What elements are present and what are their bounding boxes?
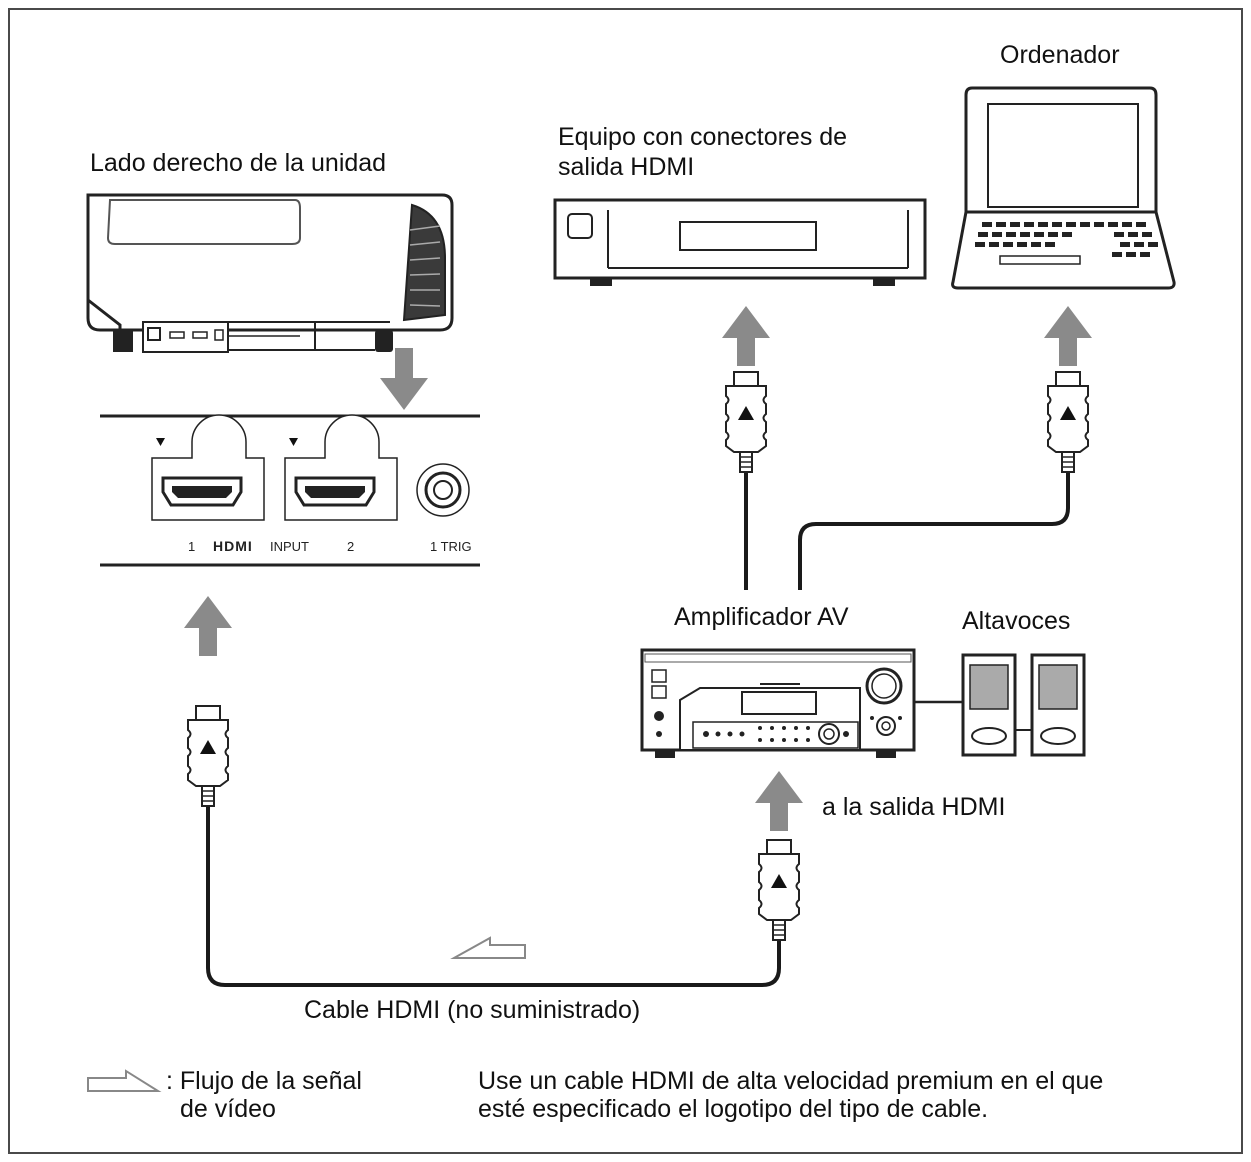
to-hdmi-output-label: a la salida HDMI	[822, 793, 1006, 821]
diagram-frame	[8, 8, 1243, 1154]
av-amplifier-label: Amplificador AV	[674, 603, 849, 631]
up-arrow-icon	[184, 596, 232, 656]
up-arrow-icon	[755, 771, 803, 831]
projector-side-label: Lado derecho de la unidad	[90, 149, 387, 177]
legend-note-line2: esté especificado el logotipo del tipo d…	[478, 1095, 989, 1123]
computer-label: Ordenador	[1000, 41, 1120, 69]
hdmi-cable-label: Cable HDMI (no suministrado)	[304, 996, 641, 1024]
hdmi-logo: HDMI	[213, 538, 253, 554]
signal-flow-arrow-icon	[450, 936, 526, 959]
legend-signal-flow-line2: de vídeo	[180, 1095, 276, 1123]
hdmi-plug-projector	[187, 705, 229, 807]
panel-input-label: INPUT	[270, 539, 309, 554]
hdmi-equipment-illustration	[553, 198, 927, 286]
connector-panel	[100, 414, 480, 567]
panel-port1-label: 1	[188, 539, 196, 554]
down-arrow-icon	[380, 348, 428, 410]
av-amplifier-illustration	[640, 648, 916, 758]
up-arrow-icon	[722, 306, 770, 366]
hdmi-plug-amplifier	[758, 839, 800, 941]
projector-illustration	[86, 193, 454, 410]
up-arrow-icon	[1044, 306, 1092, 366]
legend-signal-flow-line1: : Flujo de la señal	[166, 1067, 362, 1095]
hdmi-plug-computer	[1047, 371, 1089, 473]
hdmi-equipment-label-line2: salida HDMI	[558, 153, 695, 181]
legend-arrow-icon	[87, 1069, 162, 1092]
hdmi-equipment-label-line1: Equipo con conectores de	[558, 123, 848, 151]
speakers-label: Altavoces	[962, 607, 1071, 635]
hdmi-plug-equipment	[725, 371, 767, 473]
legend-note-line1: Use un cable HDMI de alta velocidad prem…	[478, 1067, 1104, 1095]
panel-trigger-label: 1 TRIG	[430, 539, 472, 554]
laptop-illustration	[951, 86, 1176, 290]
speakers-illustration	[914, 653, 1086, 757]
panel-port2-label: 2	[347, 539, 355, 554]
cables	[206, 470, 1070, 987]
